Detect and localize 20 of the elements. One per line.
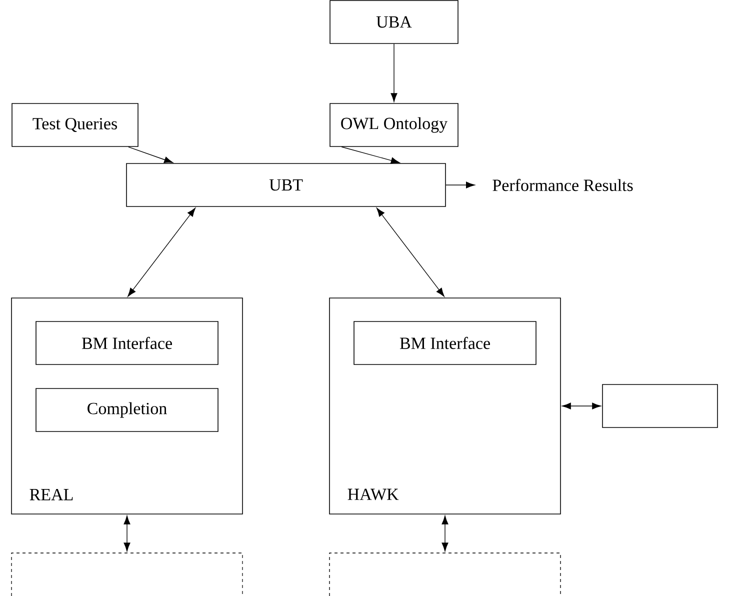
arrow <box>128 208 196 297</box>
process-box: BM Interface <box>354 321 536 365</box>
process-box: BM Interface <box>36 321 218 365</box>
arrow <box>446 182 475 188</box>
process-box: UBT <box>126 163 446 207</box>
output-label: Performance Results <box>492 178 633 192</box>
database-box <box>11 552 243 596</box>
process-box: OWL Ontology <box>330 103 458 147</box>
arrow <box>562 402 601 410</box>
database-box <box>329 552 561 596</box>
process-box <box>602 384 718 428</box>
arrow <box>376 208 444 297</box>
arrow <box>128 146 173 163</box>
process-box: Test Queries <box>12 103 138 147</box>
process-box: Completion <box>36 388 218 432</box>
process-box: UBA <box>330 0 458 44</box>
arrow <box>390 44 398 102</box>
arrow <box>341 146 400 164</box>
arrow <box>442 516 448 552</box>
arrow <box>124 516 130 552</box>
